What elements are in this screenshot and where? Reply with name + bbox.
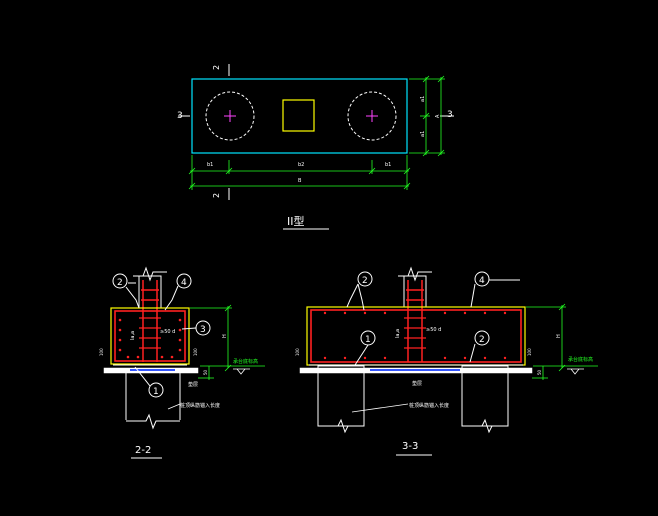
- plan-dim-vertical: [409, 75, 445, 157]
- callout-circles: [346, 271, 520, 366]
- section-3-right-label: 3: [447, 110, 453, 120]
- column-bars: [406, 280, 424, 362]
- pile-circle-left: [205, 91, 255, 141]
- pile-center-mark-left: [224, 110, 236, 122]
- cap-rebar-cage: [310, 309, 522, 363]
- cap-section: [306, 306, 526, 366]
- callout-4-label: 4: [479, 276, 485, 286]
- pile-note: 桩顶纵筋锚入长度: [180, 402, 220, 409]
- callout-2-top: [357, 271, 373, 287]
- cap-rebar-dots: [118, 318, 182, 359]
- elevation-marker-icon: [567, 368, 584, 375]
- column-break-line: [133, 266, 167, 282]
- dim-50-label: 50: [537, 369, 542, 375]
- dim-100-right: 100: [527, 348, 532, 356]
- elevation-marker-icon: [233, 368, 250, 375]
- pile-left: [317, 365, 365, 434]
- callout-4: [474, 271, 490, 287]
- callout-circles: [112, 273, 211, 398]
- section-3-3-title: 3-3: [402, 441, 418, 452]
- dim-50-label: 50: [203, 369, 208, 375]
- callout-2-label: 2: [117, 278, 123, 288]
- pile-cap-outline: [191, 78, 408, 154]
- callout-2: [112, 273, 128, 289]
- plan-view: 2 2 3 3 b1 b2 b1 B: [177, 64, 454, 230]
- section-3-3: 2 4 1 2 ≥50 d la,a 100 100 H 50 承台底标高 垫层…: [295, 266, 598, 456]
- cap-stirrups: [139, 317, 161, 349]
- callout-1-label: 1: [365, 335, 371, 345]
- dim-100-left: 100: [295, 348, 300, 356]
- cap-bottom-label: 承台底标高: [568, 356, 593, 363]
- anchor-label: ≥50 d: [426, 327, 441, 333]
- la-label: la,a: [395, 329, 401, 338]
- dim-b1-left: b1: [207, 162, 213, 168]
- callout-4-label: 4: [181, 278, 187, 288]
- dim-a1-top: a1: [420, 96, 426, 102]
- dim-a1-bottom: a1: [420, 131, 426, 137]
- column-break-line: [398, 266, 432, 282]
- dim-b1-right: b1: [385, 162, 391, 168]
- pile-note-leader: [167, 403, 181, 410]
- callout-2-bottom-label: 2: [479, 335, 485, 345]
- pile-right: [461, 365, 509, 434]
- anchor-label: ≥50 d: [160, 329, 175, 335]
- plan-dim-horizontal: [188, 155, 411, 190]
- section-3-left-label: 3: [177, 111, 183, 121]
- section-2-2: 2 4 3 1 ≥50 d la,a 100 100 H 50 承台底标高 垫层…: [99, 266, 265, 459]
- cap-bottom-label: 承台底标高: [233, 358, 258, 365]
- cushion-label: 垫层: [412, 380, 422, 387]
- pile-center-mark-right: [366, 110, 378, 122]
- pile-note: 桩顶纵筋锚入长度: [409, 402, 449, 409]
- dim-h-label: H: [222, 334, 228, 338]
- pile-below: [125, 373, 181, 430]
- dim-100-right: 100: [193, 348, 198, 356]
- plan-title: II型: [287, 214, 305, 228]
- section-2-top-label: 2: [212, 65, 221, 70]
- callout-2-bottom: [474, 330, 490, 346]
- section-2-2-title: 2-2: [135, 445, 151, 456]
- column-bars: [141, 280, 159, 362]
- h-dimension: [526, 303, 598, 380]
- cap-rebar-cage: [114, 310, 186, 362]
- h-dimension: [190, 304, 265, 380]
- dim-h-label: H: [556, 334, 562, 338]
- section-2-bottom-label: 2: [212, 193, 221, 198]
- callout-2-top-label: 2: [362, 276, 368, 286]
- column-square: [282, 99, 315, 132]
- dim-total-a: A: [435, 114, 441, 118]
- cushion-label: 垫层: [188, 381, 198, 388]
- pile-note-leader: [351, 403, 409, 413]
- cap-rebar-dots: [323, 311, 507, 360]
- dim-total-b: B: [298, 178, 302, 184]
- cap-section: [110, 307, 190, 365]
- la-label: la,a: [130, 331, 136, 340]
- callout-3-label: 3: [200, 325, 206, 335]
- callout-1-label: 1: [153, 387, 159, 397]
- pile-circle-right: [347, 91, 397, 141]
- callout-4: [176, 273, 192, 289]
- dim-b2: b2: [298, 162, 304, 168]
- cap-stirrups: [404, 317, 426, 349]
- callout-1: [148, 382, 164, 398]
- dim-100-left: 100: [99, 348, 104, 356]
